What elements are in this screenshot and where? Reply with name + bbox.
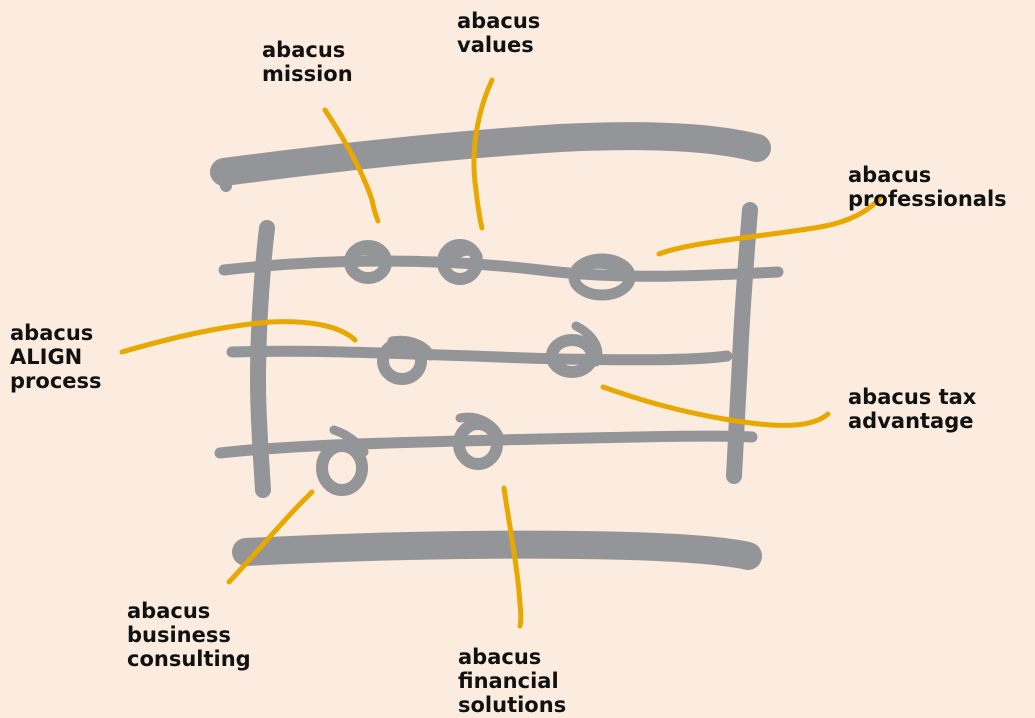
label-abacus-tax-advantage[interactable]: abacus tax advantage bbox=[848, 385, 977, 433]
leader-tax bbox=[600, 384, 831, 428]
label-abacus-business-consulting[interactable]: abacus business consulting bbox=[127, 599, 251, 671]
rod-2 bbox=[226, 345, 733, 366]
top-frame-bar bbox=[210, 122, 771, 186]
top-frame-bar-end bbox=[214, 162, 232, 192]
bead-rod1-b bbox=[437, 239, 483, 285]
leader-professionals bbox=[656, 195, 883, 257]
rod-1 bbox=[218, 255, 784, 282]
leader-values bbox=[471, 77, 495, 231]
bead-rod2-b bbox=[546, 321, 603, 378]
label-abacus-financial-solutions[interactable]: abacus financial solutions bbox=[458, 645, 567, 717]
bead-rod1-a bbox=[344, 240, 393, 284]
leader-business bbox=[226, 489, 315, 585]
label-abacus-professionals[interactable]: abacus professionals bbox=[848, 163, 1007, 211]
bead-rod2-a bbox=[377, 335, 435, 385]
leader-mission bbox=[322, 107, 381, 224]
leader-financial bbox=[501, 485, 524, 629]
leader-align bbox=[119, 319, 358, 355]
label-abacus-values[interactable]: abacus values bbox=[457, 9, 541, 57]
bottom-frame-bar bbox=[232, 530, 762, 570]
bead-rod1-c bbox=[568, 253, 636, 301]
label-abacus-align-process[interactable]: abacus ALIGN process bbox=[10, 321, 102, 393]
bead-rod3-b bbox=[453, 412, 505, 470]
rod-3 bbox=[214, 430, 758, 459]
bead-rod3-a bbox=[316, 425, 369, 496]
label-abacus-mission[interactable]: abacus mission bbox=[262, 38, 353, 86]
